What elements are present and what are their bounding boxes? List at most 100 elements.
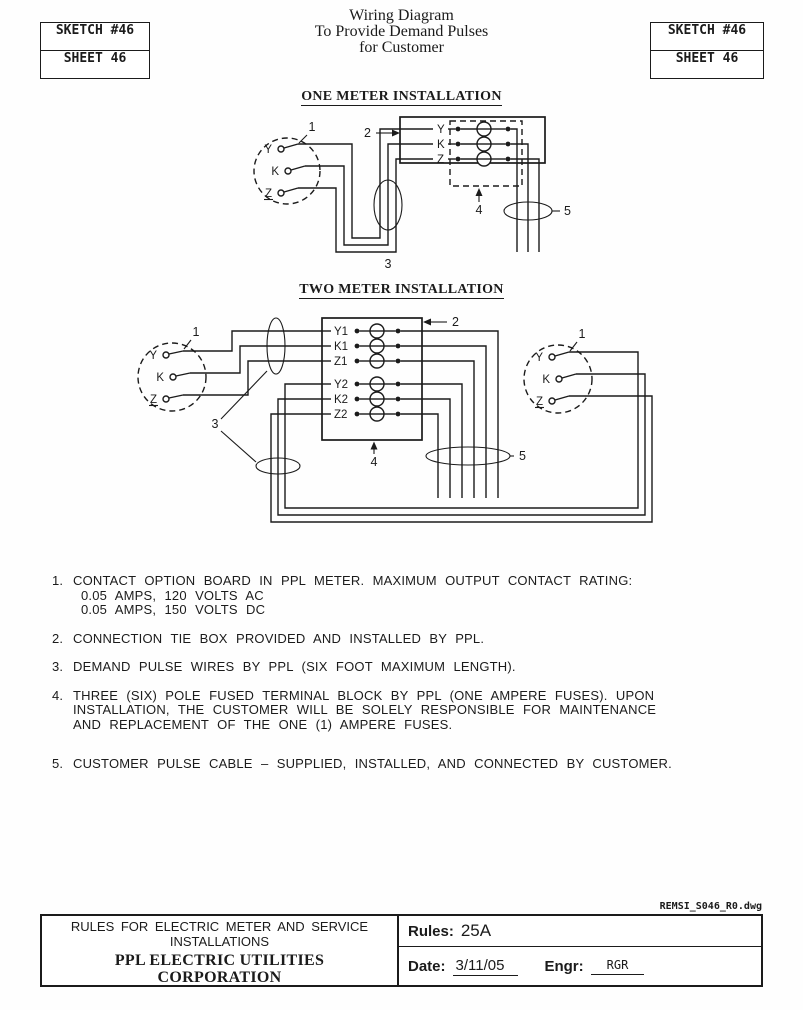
one-meter-title: ONE METER INSTALLATION xyxy=(0,89,803,106)
customer-wire xyxy=(400,330,499,498)
switch-blade xyxy=(168,350,184,355)
note-5: 5.CUSTOMER PULSE CABLE – SUPPLIED, INSTA… xyxy=(52,756,772,772)
customer-wire xyxy=(400,345,487,498)
customer-wire xyxy=(400,413,439,498)
connection-dot xyxy=(354,358,360,364)
title-line-2: To Provide Demand Pulses xyxy=(314,23,489,40)
terminal-contact xyxy=(548,353,556,361)
callout-right-meter-1: 1 xyxy=(569,327,586,352)
wire-z xyxy=(298,158,400,253)
connection-dot xyxy=(455,156,461,162)
switch-blade xyxy=(283,143,299,149)
right-meter-outline xyxy=(523,344,593,414)
arrowhead xyxy=(423,318,431,326)
callout-demand-wires: 3 xyxy=(385,257,392,271)
sheet-number: SHEET 46 xyxy=(63,51,127,66)
connection-dot xyxy=(395,328,401,334)
rules-label: Rules: xyxy=(408,922,454,940)
terminal-contact xyxy=(555,375,563,383)
terminal-label-k: K xyxy=(271,166,279,178)
note-number: 1. xyxy=(52,573,64,588)
fuse-row-k2: K2 xyxy=(322,391,451,498)
connection-dot xyxy=(455,141,461,147)
callout-tie-box: 2 xyxy=(423,315,459,329)
leader-line xyxy=(220,370,268,420)
connection-dot xyxy=(395,358,401,364)
note-number: 3. xyxy=(52,659,64,674)
org-line-1: RULES FOR ELECTRIC METER AND SERVICE xyxy=(70,919,369,934)
terminal-contact xyxy=(162,395,170,403)
right-meter-terminal-z: Z xyxy=(535,395,570,409)
note-4: 4.THREE (SIX) POLE FUSED TERMINAL BLOCK … xyxy=(52,687,772,733)
left-meter-terminal-k: K xyxy=(156,372,191,384)
wire-z1 xyxy=(183,360,322,396)
terminal-contact xyxy=(169,373,177,381)
row-label: Y2 xyxy=(334,379,348,391)
note-text: CONNECTION TIE BOX PROVIDED AND INSTALLE… xyxy=(73,630,485,646)
leader-line xyxy=(220,430,257,463)
connection-dot xyxy=(395,343,401,349)
connection-dot xyxy=(354,381,360,387)
note-number: 4. xyxy=(52,687,64,703)
row-label: K2 xyxy=(334,394,348,406)
connection-dot xyxy=(354,343,360,349)
callout-meter-1: 1 xyxy=(298,120,316,144)
row-label: Z xyxy=(437,154,444,166)
fuse-row-k: K xyxy=(400,136,529,252)
row-label: Z2 xyxy=(334,409,347,421)
terminal-contact xyxy=(162,351,170,359)
meter-terminal-z: Z xyxy=(264,187,299,201)
note-3: 3.DEMAND PULSE WIRES BY PPL (SIX FOOT MA… xyxy=(52,659,772,675)
callout-fuse-block: 4 xyxy=(370,441,378,469)
arrowhead xyxy=(475,188,483,196)
sketch-sheet-box-left: SKETCH #46 SHEET 46 xyxy=(40,22,150,79)
left-meter-terminal-z: Z xyxy=(149,394,184,407)
terminal-contact xyxy=(284,167,292,175)
note-text: 0.05 AMPS, 150 VOLTS DC xyxy=(81,602,266,617)
notes-list: 1.CONTACT OPTION BOARD IN PPL METER. MAX… xyxy=(52,573,772,786)
note-1: 1.CONTACT OPTION BOARD IN PPL METER. MAX… xyxy=(52,573,772,618)
terminal-label-y: Y xyxy=(535,352,543,364)
connection-dot xyxy=(354,411,360,417)
terminal-label-z: Z xyxy=(536,396,543,408)
date-label: Date: xyxy=(408,957,446,975)
rules-value: 25A xyxy=(460,921,492,940)
title-line-3: for Customer xyxy=(359,39,444,56)
sketch-number: SKETCH #46 xyxy=(41,23,149,51)
callout-number: 2 xyxy=(452,315,459,329)
row-label: Z1 xyxy=(334,356,347,368)
row-label: Y xyxy=(437,124,445,136)
fuse-row-y: Y xyxy=(400,121,518,252)
note-text: AND REPLACEMENT OF THE ONE (1) AMPERE FU… xyxy=(73,716,453,732)
callout-number: 2 xyxy=(364,126,371,140)
fuse-row-y2: Y2 xyxy=(322,376,463,498)
row-label: K1 xyxy=(334,341,348,353)
connection-dot xyxy=(395,381,401,387)
org-line-2: INSTALLATIONS xyxy=(169,934,270,949)
wire-y1 xyxy=(183,330,322,352)
sketch-sheet-box-right: SKETCH #46 SHEET 46 xyxy=(650,22,764,79)
arrowhead xyxy=(392,129,400,137)
title-block-organization: RULES FOR ELECTRIC METER AND SERVICE INS… xyxy=(42,916,399,986)
note-number: 2. xyxy=(52,630,64,646)
callout-number: 5 xyxy=(564,204,571,218)
wire-k1 xyxy=(190,345,322,374)
sheet-number: SHEET 46 xyxy=(675,51,739,66)
note-text: CUSTOMER PULSE CABLE – SUPPLIED, INSTALL… xyxy=(73,756,672,771)
wire-bundle-oval-meter1 xyxy=(266,317,286,375)
demand-pulse-wires-meter2 xyxy=(270,351,653,523)
right-meter-terminal-y: Y xyxy=(535,351,570,364)
rules-row: Rules: 25A xyxy=(399,916,761,947)
connection-dot xyxy=(354,396,360,402)
company-name-line-2: CORPORATION xyxy=(157,969,282,986)
connection-dot xyxy=(505,126,511,132)
tie-box xyxy=(321,317,423,441)
title-block: RULES FOR ELECTRIC METER AND SERVICE INS… xyxy=(40,914,763,987)
connection-dot xyxy=(505,141,511,147)
two-meter-title: TWO METER INSTALLATION xyxy=(0,282,803,299)
switch-blade xyxy=(283,187,299,193)
terminal-label-z: Z xyxy=(150,394,157,406)
meter-terminal-y: Y xyxy=(264,143,299,156)
title-line-1: Wiring Diagram xyxy=(349,7,454,24)
